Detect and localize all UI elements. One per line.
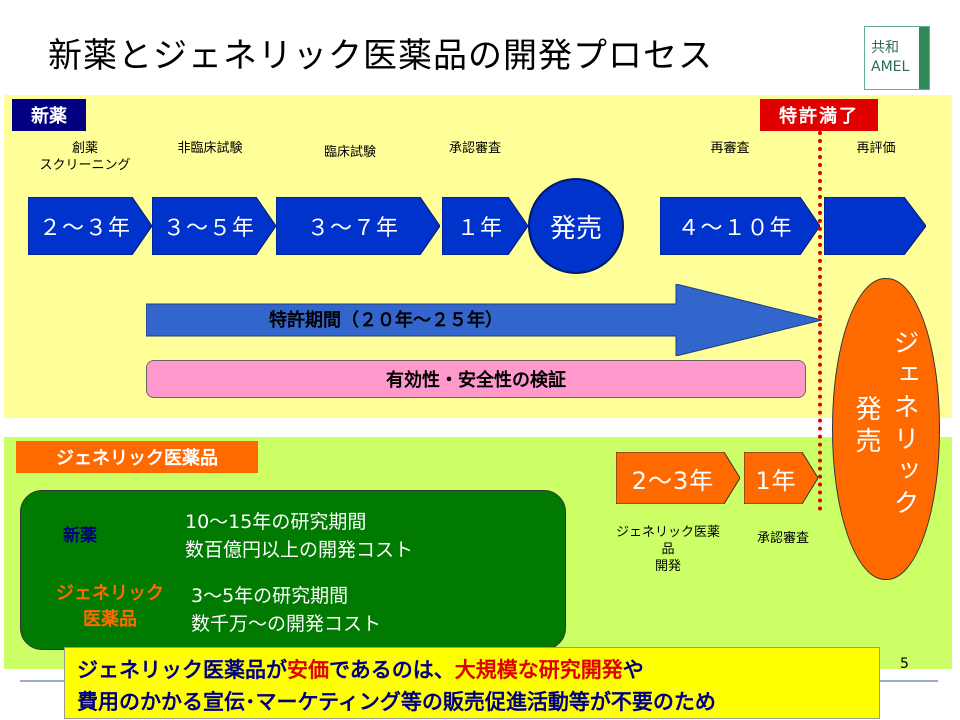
conclusion-l1-a: ジェネリック医薬品が	[77, 658, 287, 682]
step-label-1: ２〜３年	[38, 216, 131, 241]
generic-tag: ジェネリック医薬品	[16, 441, 258, 473]
logo-text-2: AMEL	[871, 59, 910, 75]
efficacy-safety-bar: 有効性・安全性の検証	[146, 360, 806, 398]
step-arrow-5: ４〜１０年	[660, 197, 820, 255]
generic-step-label-1: 2〜3年	[631, 466, 715, 495]
stage-nonclinical: 非臨床試験	[177, 141, 243, 156]
step-label-6	[824, 197, 926, 255]
step-arrow-3: ３〜７年	[276, 197, 440, 255]
step-label-5: ４〜１０年	[677, 216, 793, 241]
stage-discovery-line1: 創薬	[71, 141, 98, 156]
footer-divider-left	[20, 680, 64, 682]
generic-launch-col1: ジェネリック	[889, 329, 919, 521]
compare-new-line1: 10〜15年の研究期間	[185, 511, 367, 533]
stage-clinical: 臨床試験	[323, 145, 376, 160]
step-arrow-4: １年	[442, 197, 528, 255]
logo-bar	[919, 27, 929, 89]
generic-stage-approval: 承認審査	[756, 531, 809, 546]
generic-stage-dev-line1: ジェネリック医薬	[615, 525, 720, 540]
step-label-3: ３〜７年	[306, 216, 399, 241]
conclusion-box: ジェネリック医薬品が安価であるのは、大規模な研究開発や 費用のかかる宣伝･マーケ…	[64, 647, 880, 719]
logo-text-1: 共和	[871, 40, 899, 56]
conclusion-l1-rnd: 大規模な研究開発	[454, 658, 623, 682]
stage-reexam: 再審査	[710, 141, 750, 156]
generic-launch-oval: ジェネリック 発売	[832, 278, 940, 580]
compare-generic-line1: 3〜5年の研究期間	[191, 585, 349, 607]
page-title: 新薬とジェネリック医薬品の開発プロセス	[48, 36, 713, 76]
step-arrow-2: ３〜５年	[152, 197, 276, 255]
step-arrow-1: ２〜３年	[28, 197, 152, 255]
compare-generic-label-line2: 医薬品	[83, 609, 137, 630]
conclusion-line1: ジェネリック医薬品が安価であるのは、大規模な研究開発や	[77, 654, 644, 684]
conclusion-l1-e: や	[622, 658, 644, 682]
generic-stage-dev-line2: 品	[661, 542, 675, 557]
page-number: 5	[900, 656, 909, 672]
compare-generic-label: ジェネリック 医薬品	[35, 581, 185, 633]
compare-new-line2: 数百億円以上の開発コスト	[185, 539, 414, 561]
generic-stage-dev: ジェネリック医薬 品 開発	[598, 524, 738, 575]
patent-expiry-line	[818, 131, 822, 511]
comparison-box: 新薬 10〜15年の研究期間 数百億円以上の開発コスト ジェネリック 医薬品 3…	[20, 490, 566, 650]
generic-launch-col2: 発売	[851, 395, 881, 459]
step-arrow-6	[824, 197, 926, 255]
compare-generic-line2: 数千万〜の開発コスト	[191, 613, 382, 635]
new-drug-tag: 新薬	[12, 99, 86, 131]
patent-period-label: 特許期間（２０年〜２５年）	[269, 310, 503, 331]
company-logo: 共和 AMEL	[864, 26, 930, 90]
conclusion-line2: 費用のかかる宣伝･マーケティング等の販売促進活動等が不要のため	[77, 690, 716, 714]
compare-new-label: 新薬	[63, 526, 97, 546]
stage-discovery-line2: スクリーニング	[39, 158, 131, 173]
launch-circle: 発売	[528, 178, 624, 274]
stage-approval: 承認審査	[448, 141, 501, 156]
footer-divider-right	[878, 680, 938, 682]
step-label-2: ３〜５年	[162, 216, 255, 241]
generic-stage-dev-line3: 開発	[654, 559, 681, 574]
stage-reeval: 再評価	[856, 141, 896, 156]
compare-generic-label-line1: ジェネリック	[56, 583, 164, 604]
conclusion-l1-cheap: 安価	[287, 658, 329, 682]
conclusion-l1-c: であるのは、	[329, 658, 455, 682]
stage-discovery: 創薬 スクリーニング	[30, 140, 140, 174]
generic-step-label-2: 1年	[755, 466, 797, 495]
patent-period-arrow	[145, 283, 826, 360]
step-label-4: １年	[456, 216, 503, 241]
generic-step-arrow-1: 2〜3年	[616, 452, 740, 504]
patent-expiry-tag: 特許満了	[760, 99, 878, 131]
generic-step-arrow-2: 1年	[744, 452, 818, 504]
